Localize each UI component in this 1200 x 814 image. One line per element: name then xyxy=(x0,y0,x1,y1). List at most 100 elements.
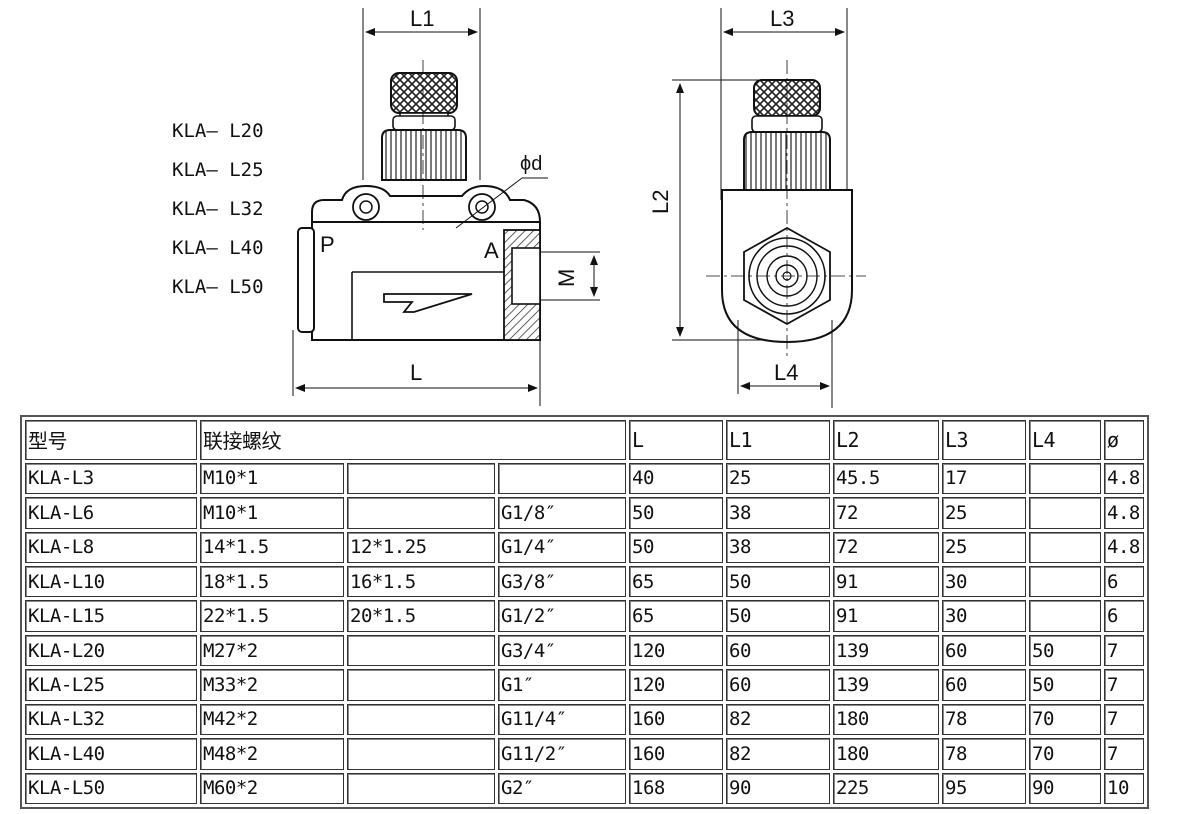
cell-L4: 70 xyxy=(1029,738,1101,770)
dim-label-L4: L4 xyxy=(774,360,798,385)
table-header-row: 型号 联接螺纹 L L1 L2 L3 L4 ø xyxy=(25,420,1144,460)
cell-L: 160 xyxy=(629,703,723,736)
cell-L1: 25 xyxy=(726,462,830,495)
cell-L4 xyxy=(1029,600,1101,632)
dim-label-M: M xyxy=(554,269,579,287)
cell-L3: 60 xyxy=(942,669,1026,701)
cell-phi: 6 xyxy=(1104,600,1144,632)
cell-L: 50 xyxy=(629,531,723,563)
cell-t2 xyxy=(347,772,495,804)
cell-L1: 50 xyxy=(726,600,830,632)
port-label-P: P xyxy=(320,232,335,257)
cell-L2: 139 xyxy=(833,669,939,701)
header-L1: L1 xyxy=(726,420,830,460)
cell-t1: M33*2 xyxy=(200,669,344,701)
header-model: 型号 xyxy=(25,420,197,460)
header-L4: L4 xyxy=(1029,420,1101,460)
mount-hole-icon xyxy=(468,193,496,221)
header-thread: 联接螺纹 xyxy=(200,420,626,460)
cell-L3: 30 xyxy=(942,600,1026,632)
dim-label-L: L xyxy=(410,360,422,385)
cell-t1: M10*1 xyxy=(200,497,344,529)
cell-L1: 38 xyxy=(726,531,830,563)
cell-phi: 4.8 xyxy=(1104,497,1144,529)
technical-drawing: KLA– L20 KLA– L25 KLA– L32 KLA– L40 KLA–… xyxy=(172,6,866,408)
cell-L2: 72 xyxy=(833,531,939,563)
front-view xyxy=(292,8,600,406)
cell-L3: 17 xyxy=(942,462,1026,495)
cell-model: KLA-L3 xyxy=(25,462,197,495)
cell-L4 xyxy=(1029,497,1101,529)
cell-model: KLA-L25 xyxy=(25,669,197,701)
cell-t3: G3/4″ xyxy=(498,634,626,667)
side-view xyxy=(672,8,866,408)
cell-model: KLA-L32 xyxy=(25,703,197,736)
cell-L1: 60 xyxy=(726,634,830,667)
cell-L3: 30 xyxy=(942,565,1026,598)
dim-label-d: ϕd xyxy=(520,153,542,175)
header-L2: L2 xyxy=(833,420,939,460)
cell-t2 xyxy=(347,738,495,770)
cell-phi: 4.8 xyxy=(1104,462,1144,495)
cell-L: 168 xyxy=(629,772,723,804)
cell-model: KLA-L40 xyxy=(25,738,197,770)
cell-t2 xyxy=(347,462,495,495)
cell-phi: 10 xyxy=(1104,772,1144,804)
cell-phi: 7 xyxy=(1104,669,1144,701)
cell-L1: 38 xyxy=(726,497,830,529)
cell-t1: 18*1.5 xyxy=(200,565,344,598)
cell-L3: 25 xyxy=(942,531,1026,563)
cell-t3 xyxy=(498,462,626,495)
header-L: L xyxy=(629,420,723,460)
cell-t2 xyxy=(347,669,495,701)
flow-arrow-icon xyxy=(383,293,473,313)
cell-L4 xyxy=(1029,565,1101,598)
cell-L4: 70 xyxy=(1029,703,1101,736)
cell-t2 xyxy=(347,703,495,736)
cell-L3: 78 xyxy=(942,738,1026,770)
cell-t2: 12*1.25 xyxy=(347,531,495,563)
cell-model: KLA-L6 xyxy=(25,497,197,529)
cell-t3: G1/8″ xyxy=(498,497,626,529)
cell-t3: G1/2″ xyxy=(498,600,626,632)
model-list-item: KLA– L50 xyxy=(172,276,264,298)
port-label-A: A xyxy=(484,238,499,263)
dim-label-L1: L1 xyxy=(410,6,434,31)
cell-L4 xyxy=(1029,531,1101,563)
dim-label-L2: L2 xyxy=(648,190,673,214)
cell-L2: 225 xyxy=(833,772,939,804)
cell-L3: 25 xyxy=(942,497,1026,529)
cell-t2: 16*1.5 xyxy=(347,565,495,598)
cell-L2: 180 xyxy=(833,703,939,736)
cell-L: 40 xyxy=(629,462,723,495)
cell-L3: 60 xyxy=(942,634,1026,667)
cell-L1: 90 xyxy=(726,772,830,804)
cell-L4: 50 xyxy=(1029,669,1101,701)
header-L3: L3 xyxy=(942,420,1026,460)
cell-t3: G1″ xyxy=(498,669,626,701)
cell-t1: M27*2 xyxy=(200,634,344,667)
model-list-item: KLA– L20 xyxy=(172,120,264,142)
model-list-item: KLA– L40 xyxy=(172,237,264,259)
cell-t3: G1/4″ xyxy=(498,531,626,563)
cell-t1: M48*2 xyxy=(200,738,344,770)
cell-L: 120 xyxy=(629,669,723,701)
cell-L4: 50 xyxy=(1029,634,1101,667)
cell-model: KLA-L20 xyxy=(25,634,197,667)
header-phi: ø xyxy=(1104,420,1144,460)
cell-L4 xyxy=(1029,462,1101,495)
cell-L3: 95 xyxy=(942,772,1026,804)
dim-label-L3: L3 xyxy=(770,6,794,31)
cell-phi: 4.8 xyxy=(1104,531,1144,563)
cell-L2: 91 xyxy=(833,600,939,632)
